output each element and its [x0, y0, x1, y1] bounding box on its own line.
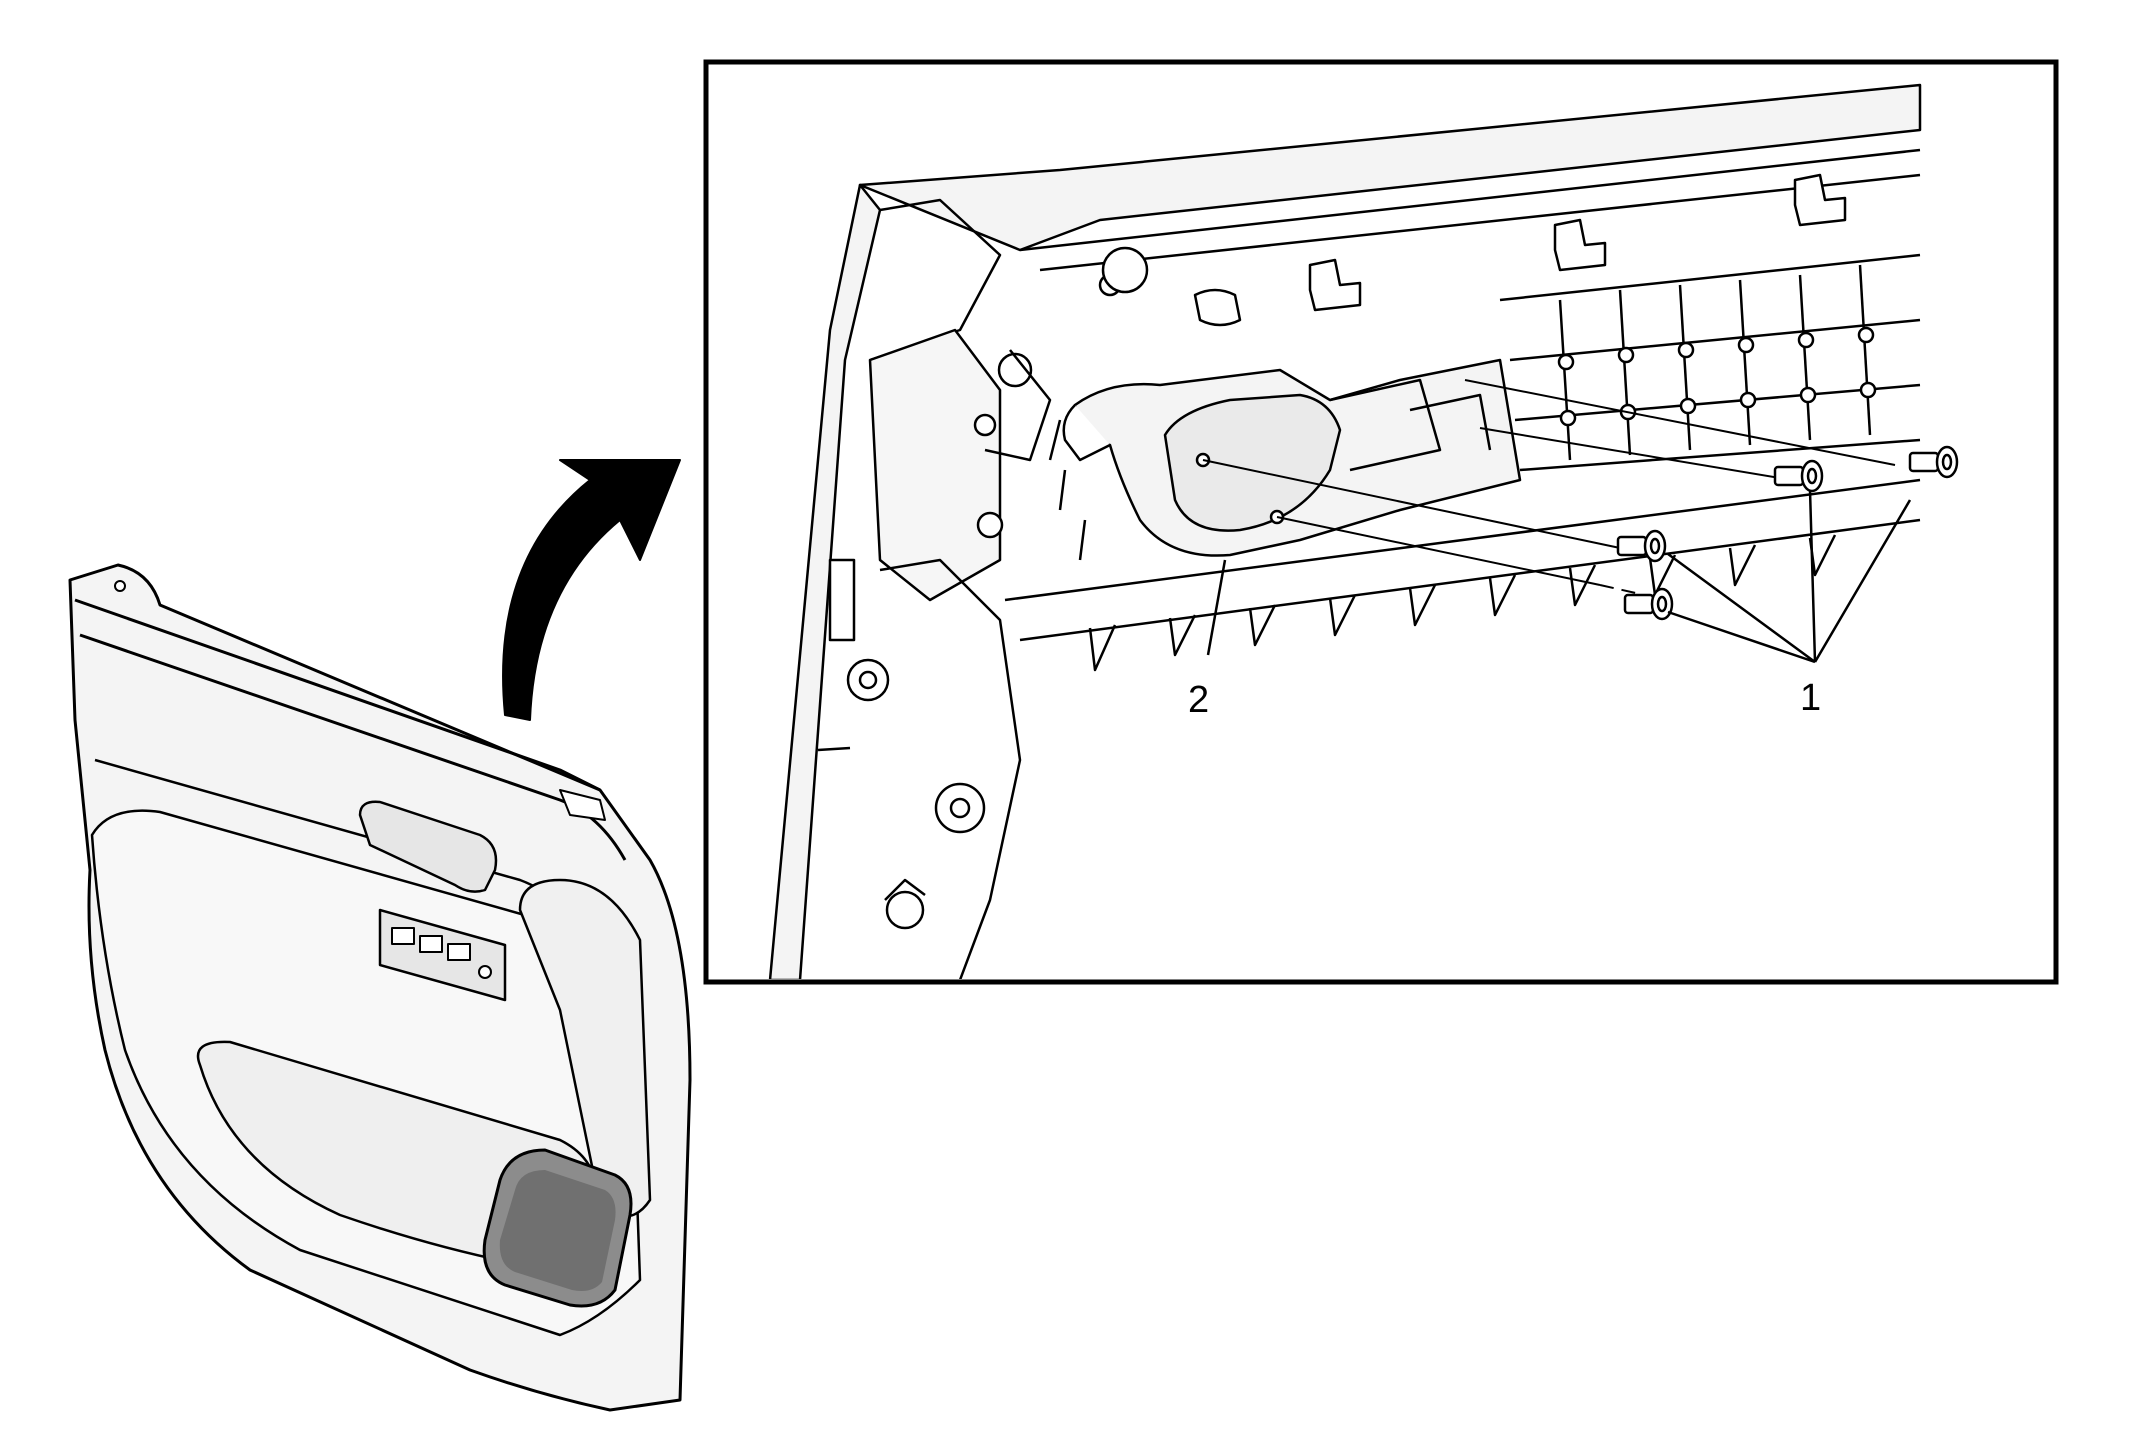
detail-view: [768, 83, 1959, 979]
sill-ribs: [1088, 534, 1837, 672]
callout-label-1: 1: [1800, 677, 1821, 719]
screw-4: [1908, 445, 1959, 479]
ribbed-grid: [1499, 253, 1921, 472]
leader-1: [1667, 489, 1912, 664]
leader-lines: [1206, 489, 1912, 664]
lower-sill: [1004, 478, 1921, 602]
screw-3: [1773, 459, 1824, 493]
screw-fasteners: [1616, 445, 1959, 621]
leader-2: [1206, 559, 1227, 656]
pointer-arrow: [502, 459, 681, 721]
screw-2: [1623, 587, 1674, 621]
screw-1: [1616, 529, 1667, 563]
callout-label-2: 2: [1188, 679, 1209, 721]
door-trim-panel: [68, 563, 692, 1412]
fastener-axis-lines: [1202, 379, 1896, 595]
